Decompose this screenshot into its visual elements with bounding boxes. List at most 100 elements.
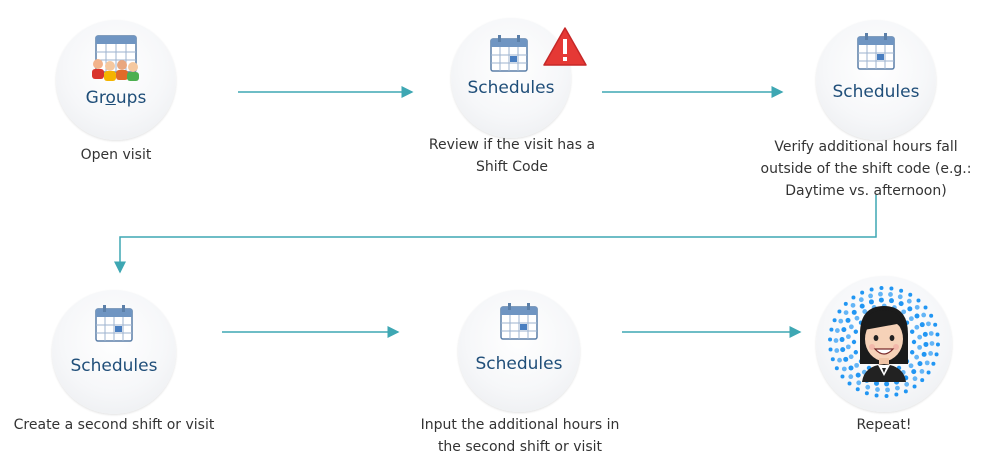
warning-icon xyxy=(543,27,587,66)
halo-dot xyxy=(908,292,913,297)
halo-dot xyxy=(906,298,912,304)
halo-dot xyxy=(919,369,925,374)
halo-dot xyxy=(923,341,929,347)
step-description: Review if the visit has a Shift Code xyxy=(428,137,596,175)
halo-dot xyxy=(909,350,915,355)
halo-dot xyxy=(923,305,928,310)
halo-dot xyxy=(928,331,934,336)
halo-dot xyxy=(875,387,880,392)
halo-dot xyxy=(837,309,842,314)
halo-dot xyxy=(874,380,880,386)
woman-avatar-icon xyxy=(828,286,940,398)
step-description: Open visit xyxy=(80,147,152,163)
halo-dot xyxy=(855,372,861,378)
halo-dot xyxy=(829,327,834,332)
halo-dot xyxy=(895,385,900,391)
schedules-label: Schedules xyxy=(467,78,555,98)
halo-dot xyxy=(860,290,865,295)
halo-dot xyxy=(909,329,915,334)
halo-dot xyxy=(834,348,840,353)
halo-dot xyxy=(922,331,928,337)
step-description: Input the additional hours in the second… xyxy=(420,417,620,455)
halo-dot xyxy=(884,393,889,398)
halo-dot xyxy=(916,298,921,303)
halo-dot xyxy=(929,341,935,346)
halo-dot xyxy=(846,334,851,340)
halo-dot xyxy=(928,351,934,356)
halo-dot xyxy=(917,334,923,340)
halo-dot xyxy=(926,321,931,327)
halo-dot xyxy=(843,310,849,315)
halo-dot xyxy=(851,295,856,300)
arrow-verify-to-create xyxy=(114,195,877,274)
halo-dot xyxy=(931,361,936,366)
halo-dot xyxy=(888,292,893,297)
halo-dot xyxy=(868,299,874,305)
halo-dot xyxy=(840,374,845,379)
groups-node: Groups xyxy=(56,20,176,140)
halo-dot xyxy=(850,302,856,308)
halo-dot xyxy=(841,327,847,333)
groups-label: Groups xyxy=(85,88,147,108)
halo-dot xyxy=(920,378,925,383)
halo-dot xyxy=(885,387,890,393)
halo-dot xyxy=(845,344,851,350)
halo-dot xyxy=(878,291,883,297)
schedules-node-verify: Schedules xyxy=(816,20,936,140)
schedules-label: Schedules xyxy=(70,356,158,376)
halo-dot xyxy=(832,318,837,323)
calendar-icon xyxy=(490,35,528,72)
halo-dot xyxy=(854,362,860,368)
halo-dot xyxy=(935,342,940,347)
halo-dot xyxy=(904,381,910,387)
halo-dot xyxy=(884,381,890,387)
halo-dot xyxy=(864,391,869,396)
halo-dot xyxy=(854,315,860,321)
repeat-node xyxy=(816,276,952,412)
calendar-icon xyxy=(95,305,133,342)
halo-dot xyxy=(926,370,931,375)
halo-dot xyxy=(878,297,884,303)
halo-dot xyxy=(858,297,864,303)
halo-dot xyxy=(901,309,907,315)
halo-dot xyxy=(862,309,868,314)
halo-dot xyxy=(851,339,857,345)
step-description: Repeat! xyxy=(856,417,912,433)
halo-dot xyxy=(914,304,920,310)
halo-dot xyxy=(834,366,839,371)
halo-dot xyxy=(843,356,849,362)
schedules-node-create: Schedules xyxy=(52,290,176,414)
schedules-label: Schedules xyxy=(475,354,563,374)
halo-dot xyxy=(848,374,854,380)
halo-dot xyxy=(848,324,854,330)
halo-dot xyxy=(879,286,884,291)
halo-dot xyxy=(933,322,938,327)
halo-dot xyxy=(839,337,845,343)
schedules-node-input: Schedules xyxy=(458,290,580,412)
step-description: Create a second shift or visit xyxy=(13,417,215,433)
halo-dot xyxy=(833,338,839,343)
schedules-node-review: Schedules xyxy=(451,18,571,138)
halo-dot xyxy=(851,309,857,315)
groups-calendar-icon xyxy=(92,35,139,81)
schedules-label: Schedules xyxy=(832,82,920,102)
halo-dot xyxy=(847,381,852,386)
halo-dot xyxy=(912,384,917,389)
halo-dot xyxy=(919,322,925,328)
halo-dot xyxy=(874,393,879,398)
halo-dot xyxy=(888,298,894,304)
halo-dot xyxy=(865,384,871,390)
halo-dot xyxy=(912,376,918,382)
halo-dot xyxy=(845,317,851,323)
halo-dot xyxy=(830,357,835,362)
halo-dot xyxy=(908,363,914,369)
halo-dot xyxy=(917,344,922,350)
halo-dot xyxy=(843,301,848,306)
halo-dot xyxy=(917,361,923,367)
halo-dot xyxy=(828,337,833,342)
halo-dot xyxy=(897,294,903,300)
halo-dot xyxy=(853,350,859,355)
halo-dot xyxy=(828,347,833,352)
halo-dot xyxy=(838,318,844,324)
